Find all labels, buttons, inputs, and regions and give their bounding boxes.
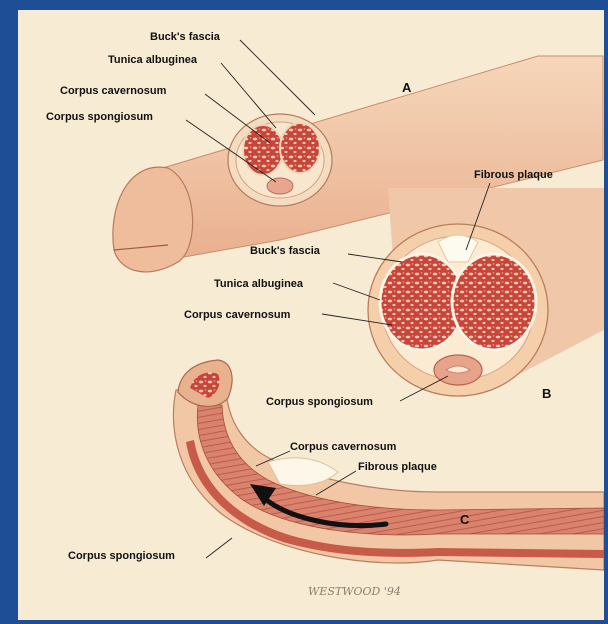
- label-corpus-cavernosum-b: Corpus cavernosum: [184, 309, 291, 321]
- label-corpus-cavernosum-c: Corpus cavernosum: [290, 441, 397, 453]
- panel-a-letter: A: [402, 80, 412, 95]
- panel-c-letter: C: [460, 512, 470, 527]
- label-fibrous-plaque-b: Fibrous plaque: [474, 169, 553, 181]
- label-bucks-fascia-a: Buck's fascia: [150, 31, 221, 43]
- label-corpus-spongiosum-c: Corpus spongiosum: [68, 550, 175, 562]
- illustration-canvas: A Buck's fascia Tunica albuginea Corpus …: [18, 10, 604, 620]
- label-fibrous-plaque-c: Fibrous plaque: [358, 461, 437, 473]
- label-corpus-cavernosum-a: Corpus cavernosum: [60, 85, 167, 97]
- anatomy-illustration: A Buck's fascia Tunica albuginea Corpus …: [18, 10, 604, 620]
- artist-signature: WESTWOOD '94: [308, 585, 401, 598]
- label-tunica-albuginea-b: Tunica albuginea: [214, 278, 304, 290]
- panel-b-letter: B: [542, 386, 551, 401]
- label-bucks-fascia-b: Buck's fascia: [250, 245, 321, 257]
- label-corpus-spongiosum-a: Corpus spongiosum: [46, 111, 153, 123]
- label-tunica-albuginea-a: Tunica albuginea: [108, 54, 198, 66]
- label-corpus-spongiosum-b: Corpus spongiosum: [266, 396, 373, 408]
